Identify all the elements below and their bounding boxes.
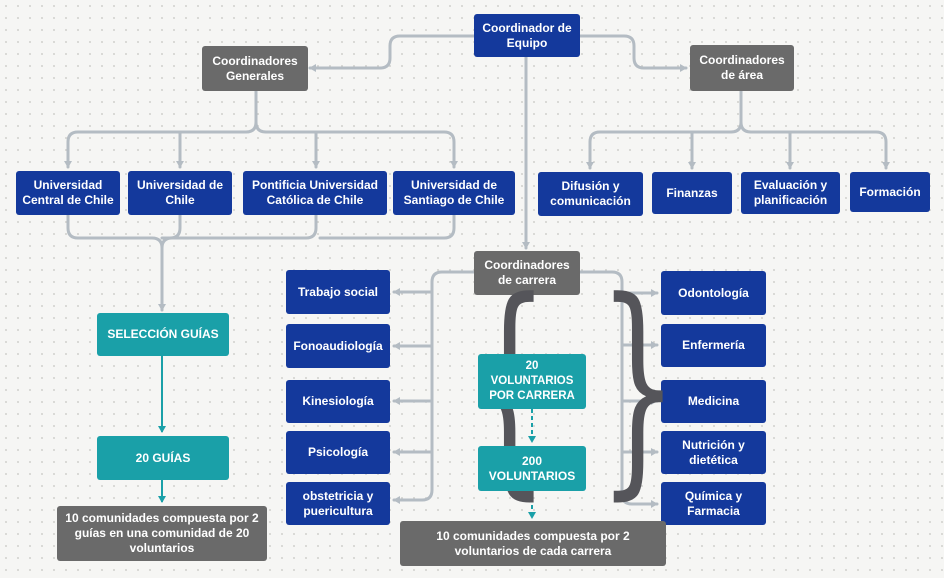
node-volunteers-total: 200 VOLUNTARIOS <box>478 446 586 491</box>
connector-top-to-area <box>578 34 688 72</box>
node-career-right-1: Enfermería <box>661 324 766 367</box>
node-area-item-1: Finanzas <box>652 172 732 214</box>
node-guides-communities: 10 comunidades compuesta por 2 guías en … <box>57 506 267 561</box>
connector-area-branch <box>586 89 743 170</box>
node-career-coordinators: Coordinadores de carrera <box>474 251 580 295</box>
node-career-left-3: Psicología <box>286 431 390 474</box>
node-volunteers-per-career: 20 VOLUNTARIOS POR CARRERA <box>478 354 586 409</box>
node-career-left-1: Fonoaudiología <box>286 324 390 368</box>
right-curly-brace: } <box>597 253 679 520</box>
node-team-coordinator: Coordinador de Equipo <box>474 14 580 57</box>
node-university-2: Pontificia Universidad Católica de Chile <box>243 171 387 215</box>
node-career-left-0: Trabajo social <box>286 270 390 314</box>
connector-top-to-general <box>308 34 476 72</box>
node-general-coordinators: Coordinadores Generales <box>202 46 308 91</box>
node-area-coordinators: Coordinadores de área <box>690 45 794 91</box>
connector-general-branch <box>64 89 258 169</box>
node-area-item-3: Formación <box>850 172 930 212</box>
node-guides-selection: SELECCIÓN GUÍAS <box>97 313 229 356</box>
node-career-right-3: Nutrición y dietética <box>661 431 766 474</box>
node-university-3: Universidad de Santiago de Chile <box>393 171 515 215</box>
node-guides-count: 20 GUÍAS <box>97 436 229 480</box>
node-university-0: Universidad Central de Chile <box>16 171 120 215</box>
connector-career-left <box>392 270 476 504</box>
node-career-right-0: Odontología <box>661 271 766 315</box>
node-career-communities: 10 comunidades compuesta por 2 voluntari… <box>400 521 666 566</box>
node-university-1: Universidad de Chile <box>128 171 232 215</box>
node-career-right-4: Química y Farmacia <box>661 482 766 525</box>
connector-universities-merge <box>66 213 166 312</box>
node-area-item-0: Difusión y comunicación <box>538 172 643 216</box>
node-career-left-2: Kinesiología <box>286 380 390 423</box>
node-career-right-2: Medicina <box>661 380 766 423</box>
node-area-item-2: Evaluación y planificación <box>741 172 840 214</box>
connector-career-right <box>578 270 659 508</box>
node-career-left-4: obstetricia y puericultura <box>286 482 390 525</box>
